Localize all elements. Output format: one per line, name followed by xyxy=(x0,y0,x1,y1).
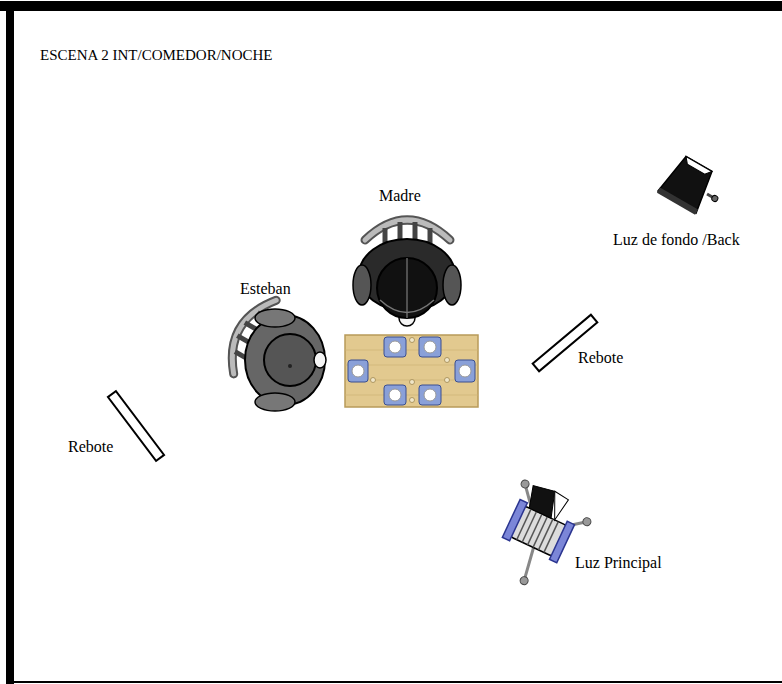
light-label: Luz Principal xyxy=(575,553,662,572)
esteban-body xyxy=(245,309,326,411)
frame-bottom xyxy=(14,681,782,683)
person-label: Madre xyxy=(379,186,421,205)
person-label: Esteban xyxy=(240,279,291,298)
bounce-board xyxy=(108,391,164,461)
frame-top xyxy=(0,1,782,11)
light-label: Luz de fondo /Back xyxy=(613,230,740,249)
bounce-label: Rebote xyxy=(68,437,113,456)
bounce-label: Rebote xyxy=(578,348,623,367)
key-light xyxy=(483,477,597,600)
mother-figure xyxy=(353,220,461,326)
frame-left xyxy=(6,6,14,684)
scene-title: ESCENA 2 INT/COMEDOR/NOCHE xyxy=(40,46,273,64)
back-light xyxy=(657,153,728,221)
dining-table xyxy=(345,335,478,407)
